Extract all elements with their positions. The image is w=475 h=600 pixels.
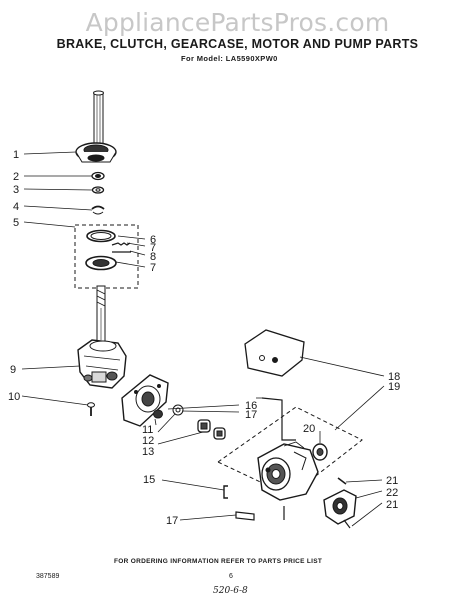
callout-9: 9 (10, 364, 16, 376)
part-19-motor-group-box (217, 406, 363, 497)
part-4-clip (91, 205, 105, 215)
callout-6: 6 (150, 234, 156, 246)
callout-18: 18 (388, 371, 400, 383)
callout-7a: 7 (150, 242, 156, 254)
parts-11-12-13-couplers (153, 404, 226, 440)
part-9-gearcase (77, 339, 127, 389)
part-20-pulley (312, 443, 328, 461)
part-3-washer (91, 186, 105, 194)
callout-4: 4 (13, 201, 19, 213)
part-10-screw (87, 402, 95, 416)
callout-8: 8 (150, 251, 156, 263)
callout-20: 20 (303, 423, 315, 435)
callout-16: 16 (245, 400, 257, 412)
parts-21-22-pump (323, 477, 357, 529)
part-1-brake-hub (75, 142, 117, 163)
callout-10: 10 (8, 391, 20, 403)
clutch-housing (121, 374, 169, 427)
callout-15: 15 (143, 474, 155, 486)
callout-22: 22 (386, 487, 398, 499)
part-15-clip (223, 485, 228, 499)
part-5-brake-group-box (74, 224, 139, 289)
part-2-nut (91, 171, 105, 181)
watermark: AppliancePartsPros.com (85, 8, 390, 37)
part-17-strap (235, 506, 285, 521)
callout-5: 5 (13, 217, 19, 229)
motor-assembly (257, 441, 319, 501)
model-subtitle: For Model: LA5590XPW0 (181, 54, 278, 63)
callout-1: 1 (13, 149, 19, 161)
callout-21b: 21 (386, 499, 398, 511)
callout-19: 19 (388, 381, 400, 393)
callout-13: 13 (142, 446, 154, 458)
callout-21a: 21 (386, 475, 398, 487)
ordering-info-note: FOR ORDERING INFORMATION REFER TO PARTS … (114, 558, 323, 565)
callout-2: 2 (13, 171, 19, 183)
callout-17b: 17 (166, 515, 178, 527)
callout-11: 11 (142, 424, 153, 436)
callout-17a: 17 (245, 409, 257, 421)
part-17-bracket (261, 397, 296, 441)
callout-labels: 1 2 3 4 5 6 7 8 7 9 10 11 12 13 16 17 15… (8, 149, 400, 527)
handwritten-note: 520-6-8 (213, 586, 248, 596)
callout-12: 12 (142, 435, 154, 447)
callout-7b: 7 (150, 262, 156, 274)
callout-3: 3 (13, 184, 19, 196)
diagram-title: BRAKE, CLUTCH, GEARCASE, MOTOR AND PUMP … (56, 37, 419, 51)
drive-shaft (96, 285, 106, 343)
part-18-pump-cover (244, 329, 305, 377)
page-number: 6 (229, 573, 233, 580)
leader-lines (21, 151, 385, 527)
document-code: 387589 (36, 573, 60, 580)
